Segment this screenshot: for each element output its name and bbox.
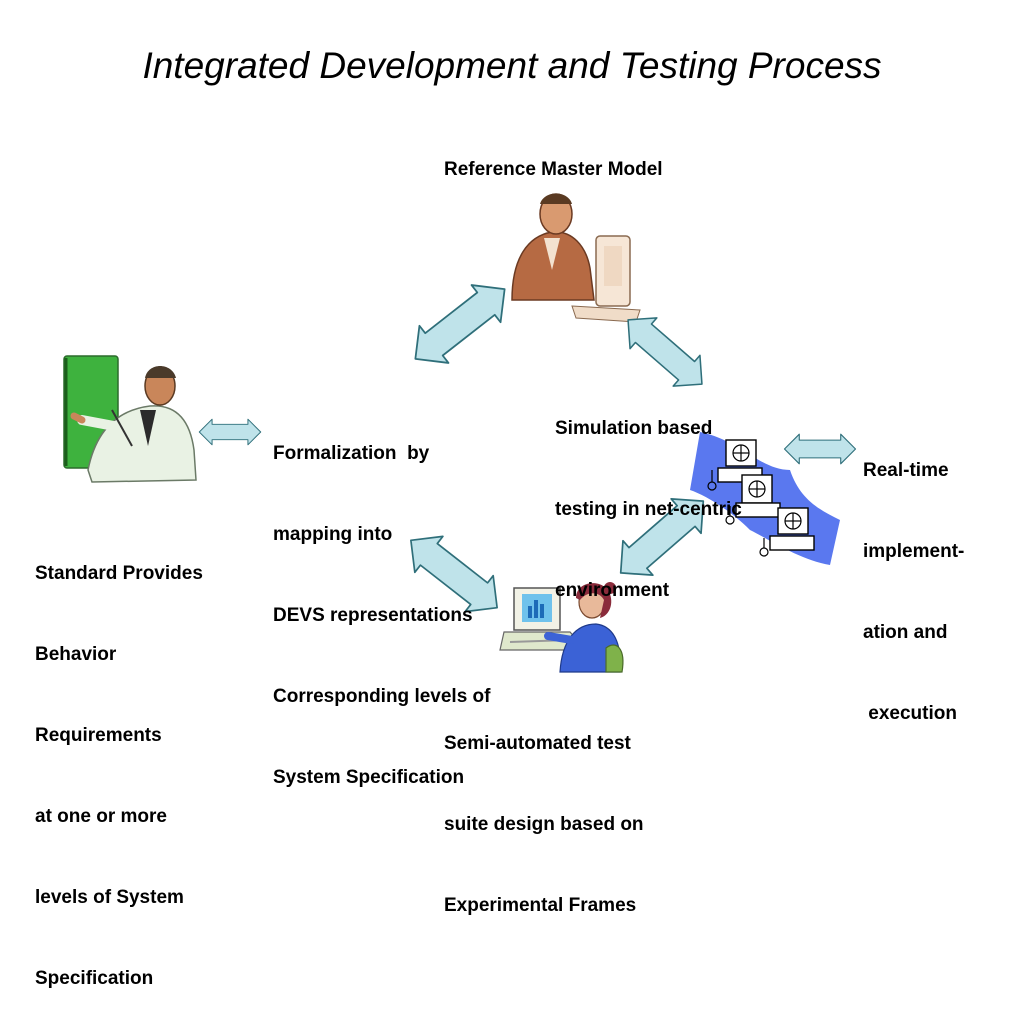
label-line: Real-time [863,460,949,481]
presenter-clipart-icon [63,355,197,483]
arrows-layer [198,284,857,613]
label-line: Semi-automated test [444,733,631,754]
label-line: implement- [863,541,965,562]
label-line: testing in net-centric [555,499,742,520]
label-line: Formalization by [273,443,430,464]
label-line: ation and [863,622,948,643]
woman-at-computer-clipart-icon [499,582,624,673]
simulation-testing-label: Simulation based testing in net-centric … [555,361,742,631]
label-line: suite design based on [444,814,644,835]
arrow-reference-to-realtime [627,317,703,387]
label-line: Standard Provides [35,563,203,584]
label-line: DEVS representations [273,605,473,626]
standard-requirements-label: Standard Provides Behavior Requirements … [35,506,203,1019]
label-line: environment [555,580,670,601]
label-line: Behavior [35,644,117,665]
label-line: execution [863,703,957,724]
slide-title: Integrated Development and Testing Proce… [142,45,882,86]
arrow-formalization-to-tester [410,535,498,613]
label-line: mapping into [273,524,393,545]
arrow-network-to-realtime-label [783,433,857,465]
arrow-tester-to-network [619,497,705,577]
label-line: Corresponding levels of [273,686,491,707]
label-line: Specification [35,968,154,989]
reference-master-model-label: Reference Master Model [444,159,663,180]
illustrations [63,193,840,673]
arrow-presenter-to-formalization [198,418,262,446]
label-line: Experimental Frames [444,895,637,916]
man-at-computer-clipart-icon [511,193,641,323]
networked-computers-clipart-icon [690,432,840,565]
label-line: Simulation based [555,418,713,439]
label-line: at one or more [35,806,167,827]
label-line: levels of System [35,887,184,908]
arrow-formalization-to-reference [414,284,506,364]
label-line: Requirements [35,725,162,746]
semi-automated-test-label: Semi-automated test suite design based o… [444,676,644,946]
realtime-execution-label: Real-time implement- ation and execution [863,403,964,754]
